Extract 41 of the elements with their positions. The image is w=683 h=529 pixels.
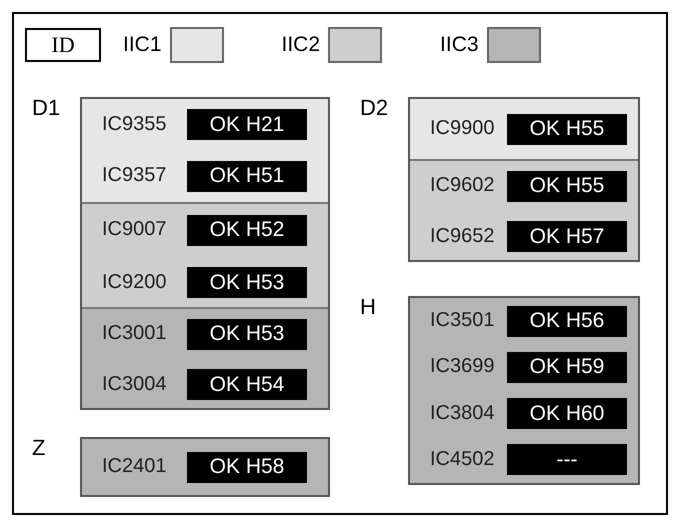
status-band [82,202,328,307]
group-heading: D2 [360,95,388,121]
device-id: IC9355 [102,112,166,136]
status-box: OK H58 [187,452,307,482]
status-box: OK H53 [187,318,307,350]
device-id: IC9652 [430,224,494,248]
group-heading: D1 [32,95,60,121]
device-id: IC9602 [430,174,494,198]
status-box: OK H55 [507,170,627,202]
status-box: OK H53 [187,267,307,298]
status-band [410,99,638,159]
status-box: OK H21 [187,109,307,140]
device-id: IC4502 [430,448,494,471]
device-id: IC9007 [102,218,166,242]
status-band [82,307,328,408]
status-box: OK H60 [507,398,627,430]
status-box: OK H56 [507,306,627,337]
legend-label: IIC2 [282,33,320,57]
device-id: IC3804 [430,402,494,425]
status-band [410,159,638,260]
device-id: IC9900 [430,117,494,140]
status-box: OK H55 [507,114,627,144]
legend-label: IIC1 [123,33,162,57]
status-band [82,99,328,202]
device-id: IC2401 [102,455,166,478]
key-label: ID [25,28,101,62]
status-box: OK H57 [507,221,627,252]
device-id: IC9200 [102,270,166,294]
group-heading: Z [32,435,46,461]
status-box: OK H51 [187,160,307,192]
status-box: OK H54 [187,369,307,400]
device-id: IC3699 [430,355,494,378]
device-id: IC3501 [430,309,494,332]
group-heading: H [360,294,376,320]
device-id: IC3001 [102,322,166,346]
device-id: IC3004 [102,372,166,396]
status-box: --- [507,444,627,476]
status-box: OK H52 [187,214,307,246]
device-id: IC9357 [102,164,166,188]
status-box: OK H59 [507,352,627,383]
legend-label: IIC3 [440,33,479,57]
